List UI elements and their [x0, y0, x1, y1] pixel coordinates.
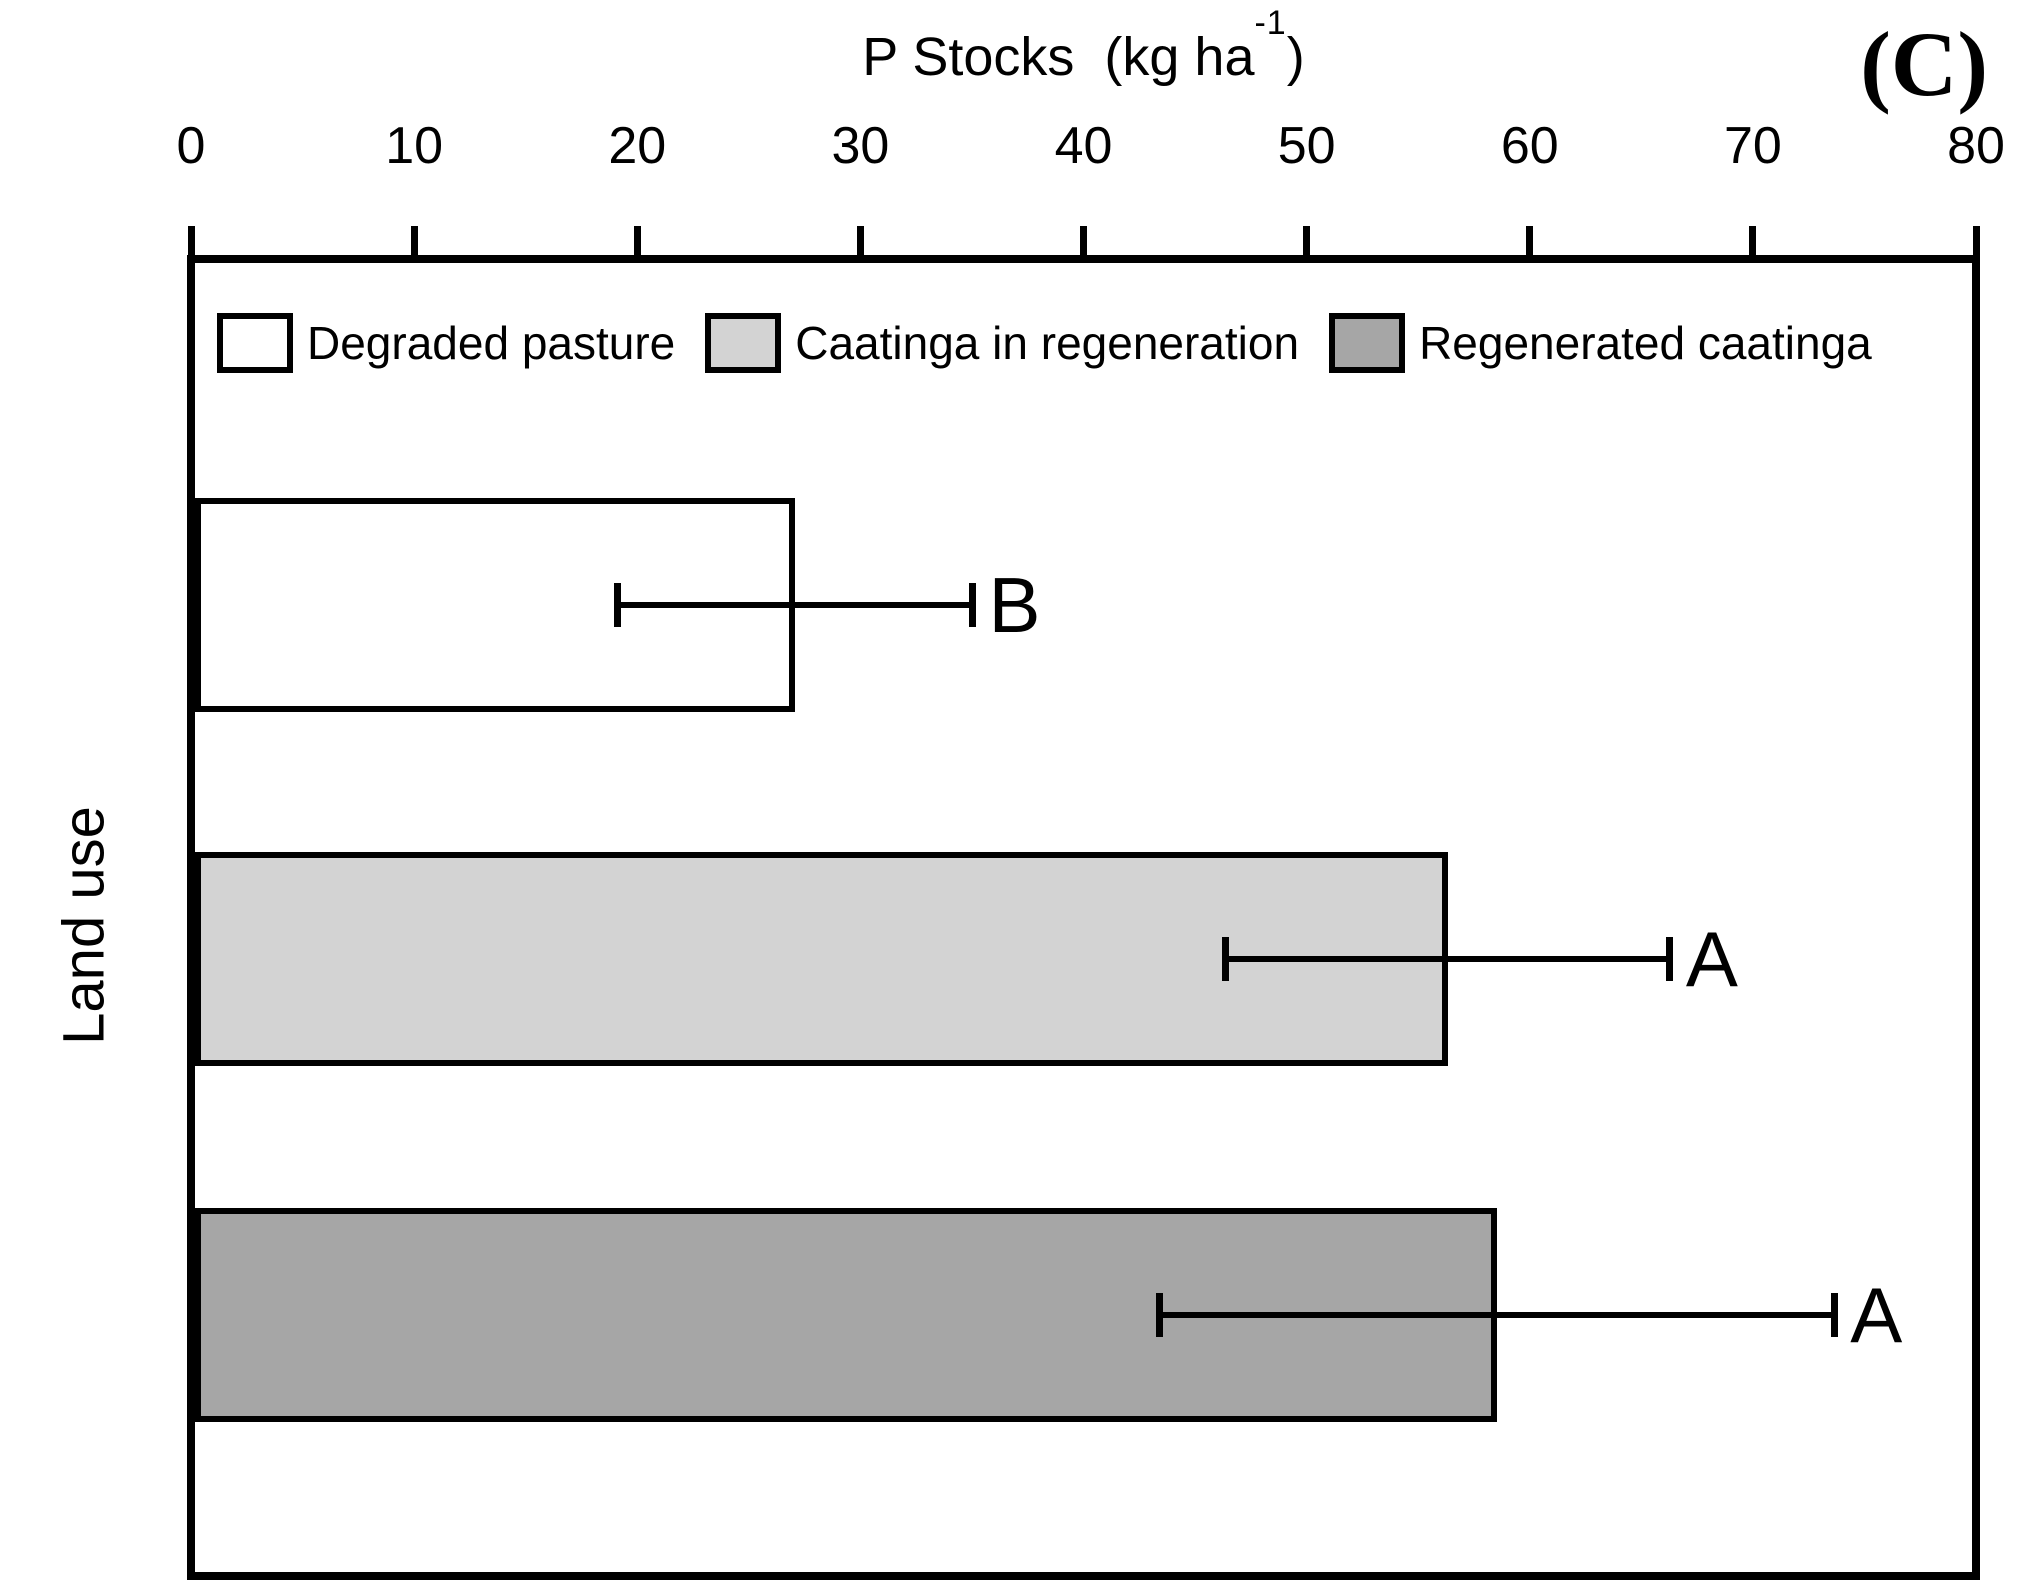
x-tick [1972, 226, 1980, 256]
chart-title-text: P Stocks (kg ha [862, 27, 1255, 87]
legend-label: Regenerated caatinga [1419, 317, 1872, 369]
x-tick-label: 60 [1500, 117, 1559, 175]
x-tick [1303, 226, 1311, 256]
significance-letter: A [1850, 1271, 1903, 1359]
legend: Degraded pasture Caatinga in regeneration… [217, 313, 1872, 373]
x-tick [1080, 226, 1087, 256]
chart-title-superscript: -1 [1254, 4, 1287, 42]
legend-item: Regenerated caatinga [1329, 313, 1872, 373]
significance-letter: A [1685, 915, 1738, 1003]
x-tick-label: 0 [176, 117, 206, 175]
plot-area: Degraded pasture Caatinga in regeneration… [187, 255, 1980, 1580]
x-tick-label: 70 [1723, 117, 1782, 175]
x-tick [187, 226, 195, 256]
x-tick [633, 226, 641, 256]
error-bar [617, 602, 973, 608]
error-bar-cap [968, 583, 976, 627]
x-tick-label: 10 [385, 117, 444, 175]
error-bar [1225, 956, 1670, 962]
error-bar-cap [1222, 937, 1230, 981]
error-bar-cap [613, 583, 621, 627]
legend-swatch [217, 313, 293, 373]
error-bar-cap [1666, 937, 1674, 981]
significance-letter: B [988, 561, 1041, 649]
bar-3 [195, 1208, 1497, 1422]
legend-swatch [705, 313, 782, 373]
y-axis-label: Land use [51, 806, 117, 1045]
x-tick-label: 20 [608, 117, 667, 175]
x-tick [1526, 226, 1534, 256]
x-tick [856, 226, 864, 256]
legend-item: Caatinga in regeneration [705, 313, 1329, 373]
x-tick-label: 50 [1277, 117, 1336, 175]
error-bar-cap [1155, 1293, 1163, 1337]
legend-label: Degraded pasture [307, 317, 676, 369]
error-bar-cap [1830, 1293, 1838, 1337]
x-tick-label: 40 [1054, 117, 1113, 175]
x-tick [410, 226, 418, 256]
legend-swatch [1329, 313, 1406, 373]
x-tick-label: 80 [1947, 117, 2005, 175]
legend-item: Degraded pasture [217, 313, 705, 373]
x-tick-label: 30 [831, 117, 890, 175]
error-bar [1159, 1312, 1835, 1318]
x-tick [1749, 226, 1757, 256]
legend-label: Caatinga in regeneration [795, 317, 1300, 369]
chart-title-close: ) [1286, 27, 1305, 87]
chart-title: P Stocks (kg ha-1) [187, 4, 1980, 88]
panel-label: (C) [1860, 13, 1988, 115]
